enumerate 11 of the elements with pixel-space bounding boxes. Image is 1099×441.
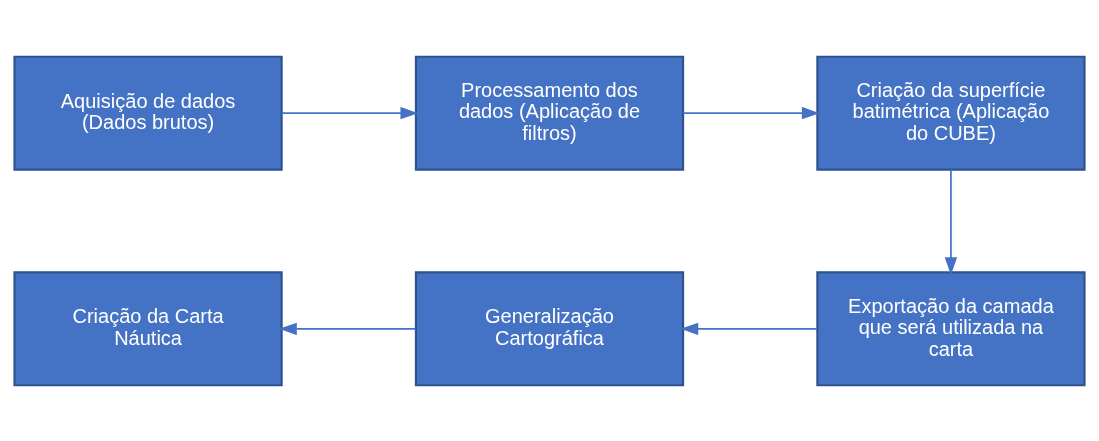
node-box: Generalização Cartográfica bbox=[414, 270, 685, 386]
node-box: Criação da superfície batimétrica (Aplicação do CUBE) bbox=[816, 55, 1086, 171]
node-box: Processamento dos dados (Aplicação de filtros) bbox=[414, 55, 685, 171]
arrow bbox=[682, 106, 820, 119]
arrow bbox=[279, 322, 417, 335]
node-box: Criação da Carta Náutica bbox=[13, 270, 283, 386]
node-box: Aquisição de dados (Dados brutos) bbox=[13, 55, 283, 171]
arrow bbox=[944, 168, 958, 275]
arrow bbox=[280, 106, 419, 119]
node-box: Exportação da camada que será utilizada na carta bbox=[816, 270, 1086, 386]
arrow bbox=[680, 322, 818, 335]
